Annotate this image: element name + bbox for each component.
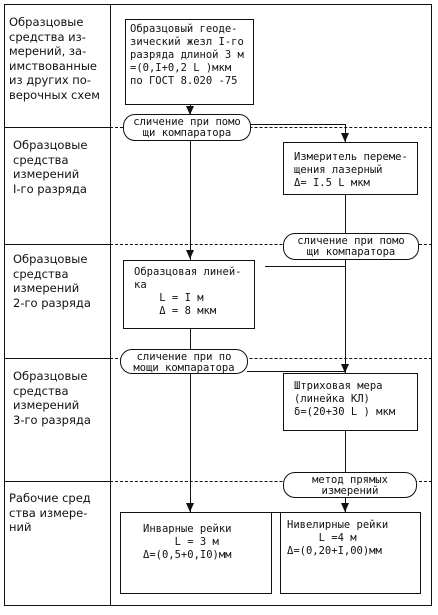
- connector-p1-laser: [250, 124, 345, 125]
- arrow-to-nivelir: [341, 503, 349, 512]
- box-invar-staffs: Инварные рейки L = 3 м Δ=(0,5+0,I0)мм: [120, 512, 272, 594]
- dashed-separator-1: [110, 127, 432, 128]
- arrow-to-laser: [341, 133, 349, 142]
- connector-right-b: [345, 431, 346, 512]
- arrow-to-p1: [186, 106, 194, 115]
- box-geodetic-rod: Образцовый геоде- зический жезл I-го раз…: [125, 19, 254, 105]
- arrow-to-shtrih: [341, 364, 349, 373]
- method-comparator-2: сличение при помо щи компаратора: [283, 233, 419, 260]
- box-line-measure: Штриховая мера (линейка КЛ) δ=(20+30 L )…: [283, 373, 418, 431]
- row-label-grade-3: Образцовые средства измерений 3-го разря…: [13, 369, 91, 427]
- box-reference-ruler: Образцовая линей- ка L = I м Δ = 8 мкм: [123, 260, 255, 329]
- row-separator-1: [4, 127, 110, 128]
- method-comparator-1: сличение при помо щи компаратора: [123, 114, 251, 141]
- connector-right-a: [345, 195, 346, 431]
- connector-grade2-link: [265, 266, 345, 267]
- dashed-separator-3: [110, 358, 432, 359]
- dashed-separator-4: [110, 481, 432, 482]
- diagram-frame: [4, 4, 432, 606]
- row-label-grade-1: Образцовые средства измерений I-го разря…: [13, 138, 88, 196]
- row-label-working: Рабочие сред ства измере- ний: [9, 491, 91, 534]
- row-label-grade-2: Образцовые средства измерений 2-го разря…: [13, 252, 91, 310]
- box-leveling-staffs: Нивелирные рейки L =4 м Δ=(0,20+I,00)мм: [280, 512, 421, 594]
- row-separator-3: [4, 358, 110, 359]
- arrow-to-invar: [186, 503, 194, 512]
- column-divider: [110, 4, 111, 606]
- box-laser-meter: Измеритель переме- щения лазерный Δ= I.5…: [283, 142, 418, 195]
- method-direct-measurement: метод прямых измерений: [283, 472, 417, 498]
- row-label-borrowed: Образцовые средства из- мерений, за- имс…: [9, 15, 100, 102]
- arrow-to-lineika: [186, 250, 194, 259]
- connector-grade3-link: [247, 371, 345, 372]
- row-separator-4: [4, 481, 110, 482]
- method-comparator-3: сличение при по мощи компаратора: [120, 349, 248, 374]
- dashed-separator-2: [110, 244, 432, 245]
- row-separator-2: [4, 244, 110, 245]
